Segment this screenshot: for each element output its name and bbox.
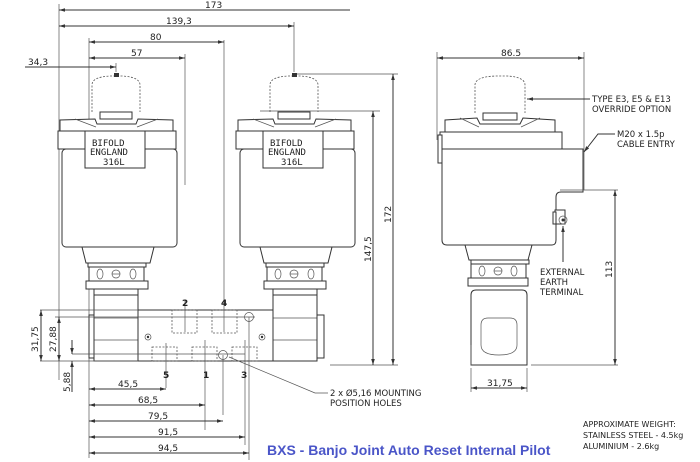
override-note-line2: OVERRIDE OPTION xyxy=(592,105,671,115)
dim-31-75-vertical-label: 31,75 xyxy=(31,326,41,352)
banjo-right xyxy=(272,294,318,362)
weight-block: APPROXIMATE WEIGHT: STAINLESS STEEL - 4.… xyxy=(583,419,683,452)
cable-entry-callout: M20 x 1.5p CABLE ENTRY xyxy=(583,130,676,153)
dim-34-label: 34,3 xyxy=(28,58,48,68)
port-5-label: 5 xyxy=(163,371,169,381)
dim-80-label: 80 xyxy=(150,33,162,43)
dim-68-5-label: 68,5 xyxy=(138,396,158,406)
override-cap-side xyxy=(474,75,526,113)
dim-79-5-label: 79,5 xyxy=(148,412,168,422)
stamp-plate-right xyxy=(262,130,324,169)
drawing-title: BXS - Banjo Joint Auto Reset Internal Pi… xyxy=(267,442,551,458)
dim-173: 173 xyxy=(59,1,350,12)
dim-113: 113 xyxy=(605,190,617,365)
valve-unit-right: BIFOLD ENGLAND 316L xyxy=(235,73,356,362)
dim-94-5-label: 94,5 xyxy=(158,444,178,454)
holes-callout: 2 x Ø5,16 MOUNTING POSITION HOLES xyxy=(228,356,421,409)
dim-173-label: 173 xyxy=(205,1,222,11)
weight-aluminium: ALUMINIUM - 2.6kg xyxy=(583,442,660,451)
stamp-plate-left xyxy=(84,130,146,169)
stamp-line2-left: ENGLAND xyxy=(90,148,128,158)
override-cap-right xyxy=(269,75,319,112)
dim-31-75-vertical: 31,75 xyxy=(31,310,43,361)
cable-note-line1: M20 x 1.5p xyxy=(617,130,665,140)
banjo-side xyxy=(470,289,528,366)
weight-heading: APPROXIMATE WEIGHT: xyxy=(583,420,676,429)
side-view: 86.5 113 31,75 xyxy=(436,49,618,392)
stamp-line1-right: BIFOLD xyxy=(270,139,303,149)
dim-5-88: 5,88 xyxy=(63,340,74,392)
dim-57: 57 xyxy=(89,49,185,60)
dim-147-5: 147,5 xyxy=(364,111,375,365)
banjo-left xyxy=(93,294,139,362)
dim-80: 80 xyxy=(89,33,224,44)
dim-172-label: 172 xyxy=(384,206,394,223)
stamp-line3-right: 316L xyxy=(281,158,303,168)
dim-45-5-label: 45,5 xyxy=(118,380,138,390)
dim-113-label: 113 xyxy=(605,261,615,278)
dim-34: 34,3 xyxy=(25,58,116,69)
dim-139: 139,3 xyxy=(59,17,294,28)
dim-27-88: 27,88 xyxy=(49,317,61,361)
dim-172: 172 xyxy=(384,74,395,365)
weight-steel: STAINLESS STEEL - 4.5kg xyxy=(583,431,684,440)
override-note-line1: TYPE E3, E5 & E13 xyxy=(591,95,671,105)
bottom-dims: 45,5 68,5 79,5 91,5 94,5 xyxy=(89,380,249,455)
dim-5-88-label: 5,88 xyxy=(63,372,73,392)
earth-note-line1: EXTERNAL xyxy=(540,268,585,278)
dim-57-label: 57 xyxy=(131,49,142,59)
port-3-label: 3 xyxy=(241,371,247,381)
holes-note-line1: 2 x Ø5,16 MOUNTING xyxy=(330,388,421,399)
port-1-label: 1 xyxy=(203,371,209,381)
dim-147-5-label: 147,5 xyxy=(364,236,374,262)
earth-note-line2: EARTH xyxy=(540,278,568,288)
dim-91-5-label: 91,5 xyxy=(158,428,178,438)
cable-note-line2: CABLE ENTRY xyxy=(617,140,676,150)
dim-86-5-label: 86.5 xyxy=(501,49,521,59)
dim-31-75-horizontal: 31,75 xyxy=(471,379,527,390)
dim-27-88-label: 27,88 xyxy=(49,326,59,352)
override-cap-left xyxy=(91,75,141,112)
stamp-line2-right: ENGLAND xyxy=(268,148,306,158)
dim-31-75-horizontal-label: 31,75 xyxy=(487,379,513,389)
earth-note-line3: TERMINAL xyxy=(539,288,583,298)
dim-139-label: 139,3 xyxy=(166,17,192,27)
stamp-line1-left: BIFOLD xyxy=(92,139,125,149)
port-2-label: 2 xyxy=(182,299,188,309)
port-4-label: 4 xyxy=(221,299,227,309)
holes-note-line2: POSITION HOLES xyxy=(330,399,402,409)
stamp-line3-left: 316L xyxy=(103,158,125,168)
valve-unit-left: BIFOLD ENGLAND 316L xyxy=(57,73,178,362)
manifold-base xyxy=(40,300,274,460)
earth-callout: EXTERNAL EARTH TERMINAL xyxy=(539,226,585,298)
override-callout: TYPE E3, E5 & E13 OVERRIDE OPTION xyxy=(527,95,671,115)
